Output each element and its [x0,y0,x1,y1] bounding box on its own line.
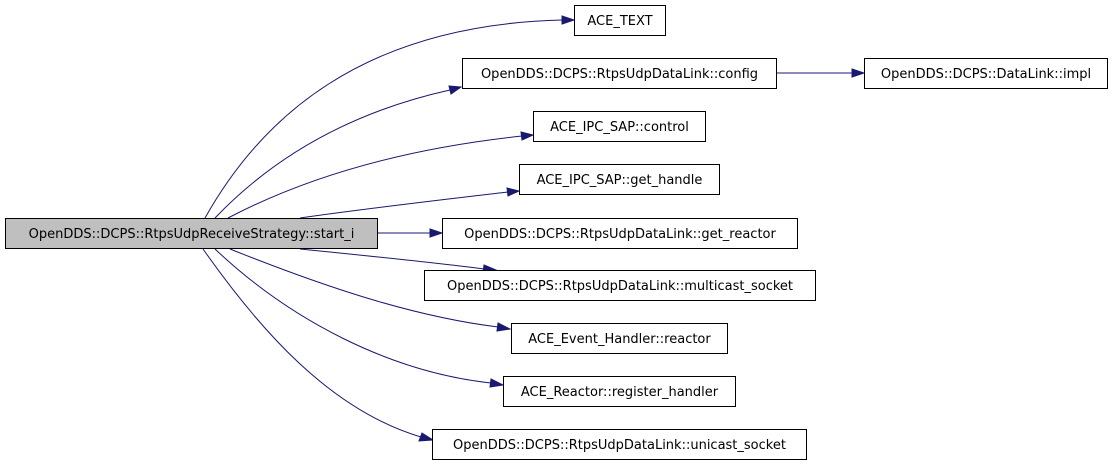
node-get-handle-label: ACE_IPC_SAP::get_handle [537,173,703,188]
node-register-handler[interactable]: ACE_Reactor::register_handler [503,376,736,407]
node-reactor-label: ACE_Event_Handler::reactor [528,332,711,347]
edge-root-to-unicast-socket [202,248,435,442]
node-reactor[interactable]: ACE_Event_Handler::reactor [511,323,728,354]
edge-config-to-impl [777,68,866,78]
node-multicast-socket[interactable]: OpenDDS::DCPS::RtpsUdpDataLink::multicas… [424,270,816,301]
node-root-label: OpenDDS::DCPS::RtpsUdpReceiveStrategy::s… [29,227,355,242]
node-control-label: ACE_IPC_SAP::control [550,120,689,135]
edge-root-to-ace-text [204,15,576,219]
edges [202,15,866,442]
node-multicast-socket-label: OpenDDS::DCPS::RtpsUdpDataLink::multicas… [447,279,793,294]
edge-root-to-reactor [229,248,512,332]
node-impl-label: OpenDDS::DCPS::DataLink::impl [881,67,1091,82]
node-control[interactable]: ACE_IPC_SAP::control [533,111,706,142]
node-config[interactable]: OpenDDS::DCPS::RtpsUdpDataLink::config [462,58,777,89]
edge-root-to-get-reactor [378,228,444,238]
node-get-reactor[interactable]: OpenDDS::DCPS::RtpsUdpDataLink::get_reac… [442,218,798,249]
node-register-handler-label: ACE_Reactor::register_handler [521,385,719,400]
edge-root-to-get-handle [299,187,521,219]
node-root[interactable]: OpenDDS::DCPS::RtpsUdpReceiveStrategy::s… [5,218,378,249]
edge-root-to-multicast-socket [299,248,498,274]
node-config-label: OpenDDS::DCPS::RtpsUdpDataLink::config [481,67,758,82]
node-ace-text-label: ACE_TEXT [587,14,652,29]
node-get-reactor-label: OpenDDS::DCPS::RtpsUdpDataLink::get_reac… [464,227,776,242]
node-unicast-socket-label: OpenDDS::DCPS::RtpsUdpDataLink::unicast_… [453,438,786,453]
edge-root-to-control [227,131,535,219]
node-impl[interactable]: OpenDDS::DCPS::DataLink::impl [864,58,1108,89]
node-ace-text[interactable]: ACE_TEXT [574,5,666,36]
node-unicast-socket[interactable]: OpenDDS::DCPS::RtpsUdpDataLink::unicast_… [432,429,807,460]
node-get-handle[interactable]: ACE_IPC_SAP::get_handle [519,164,720,195]
edge-root-to-config [214,85,463,219]
nodes: OpenDDS::DCPS::RtpsUdpReceiveStrategy::s… [5,5,1108,460]
edge-root-to-register-handler [214,248,505,388]
